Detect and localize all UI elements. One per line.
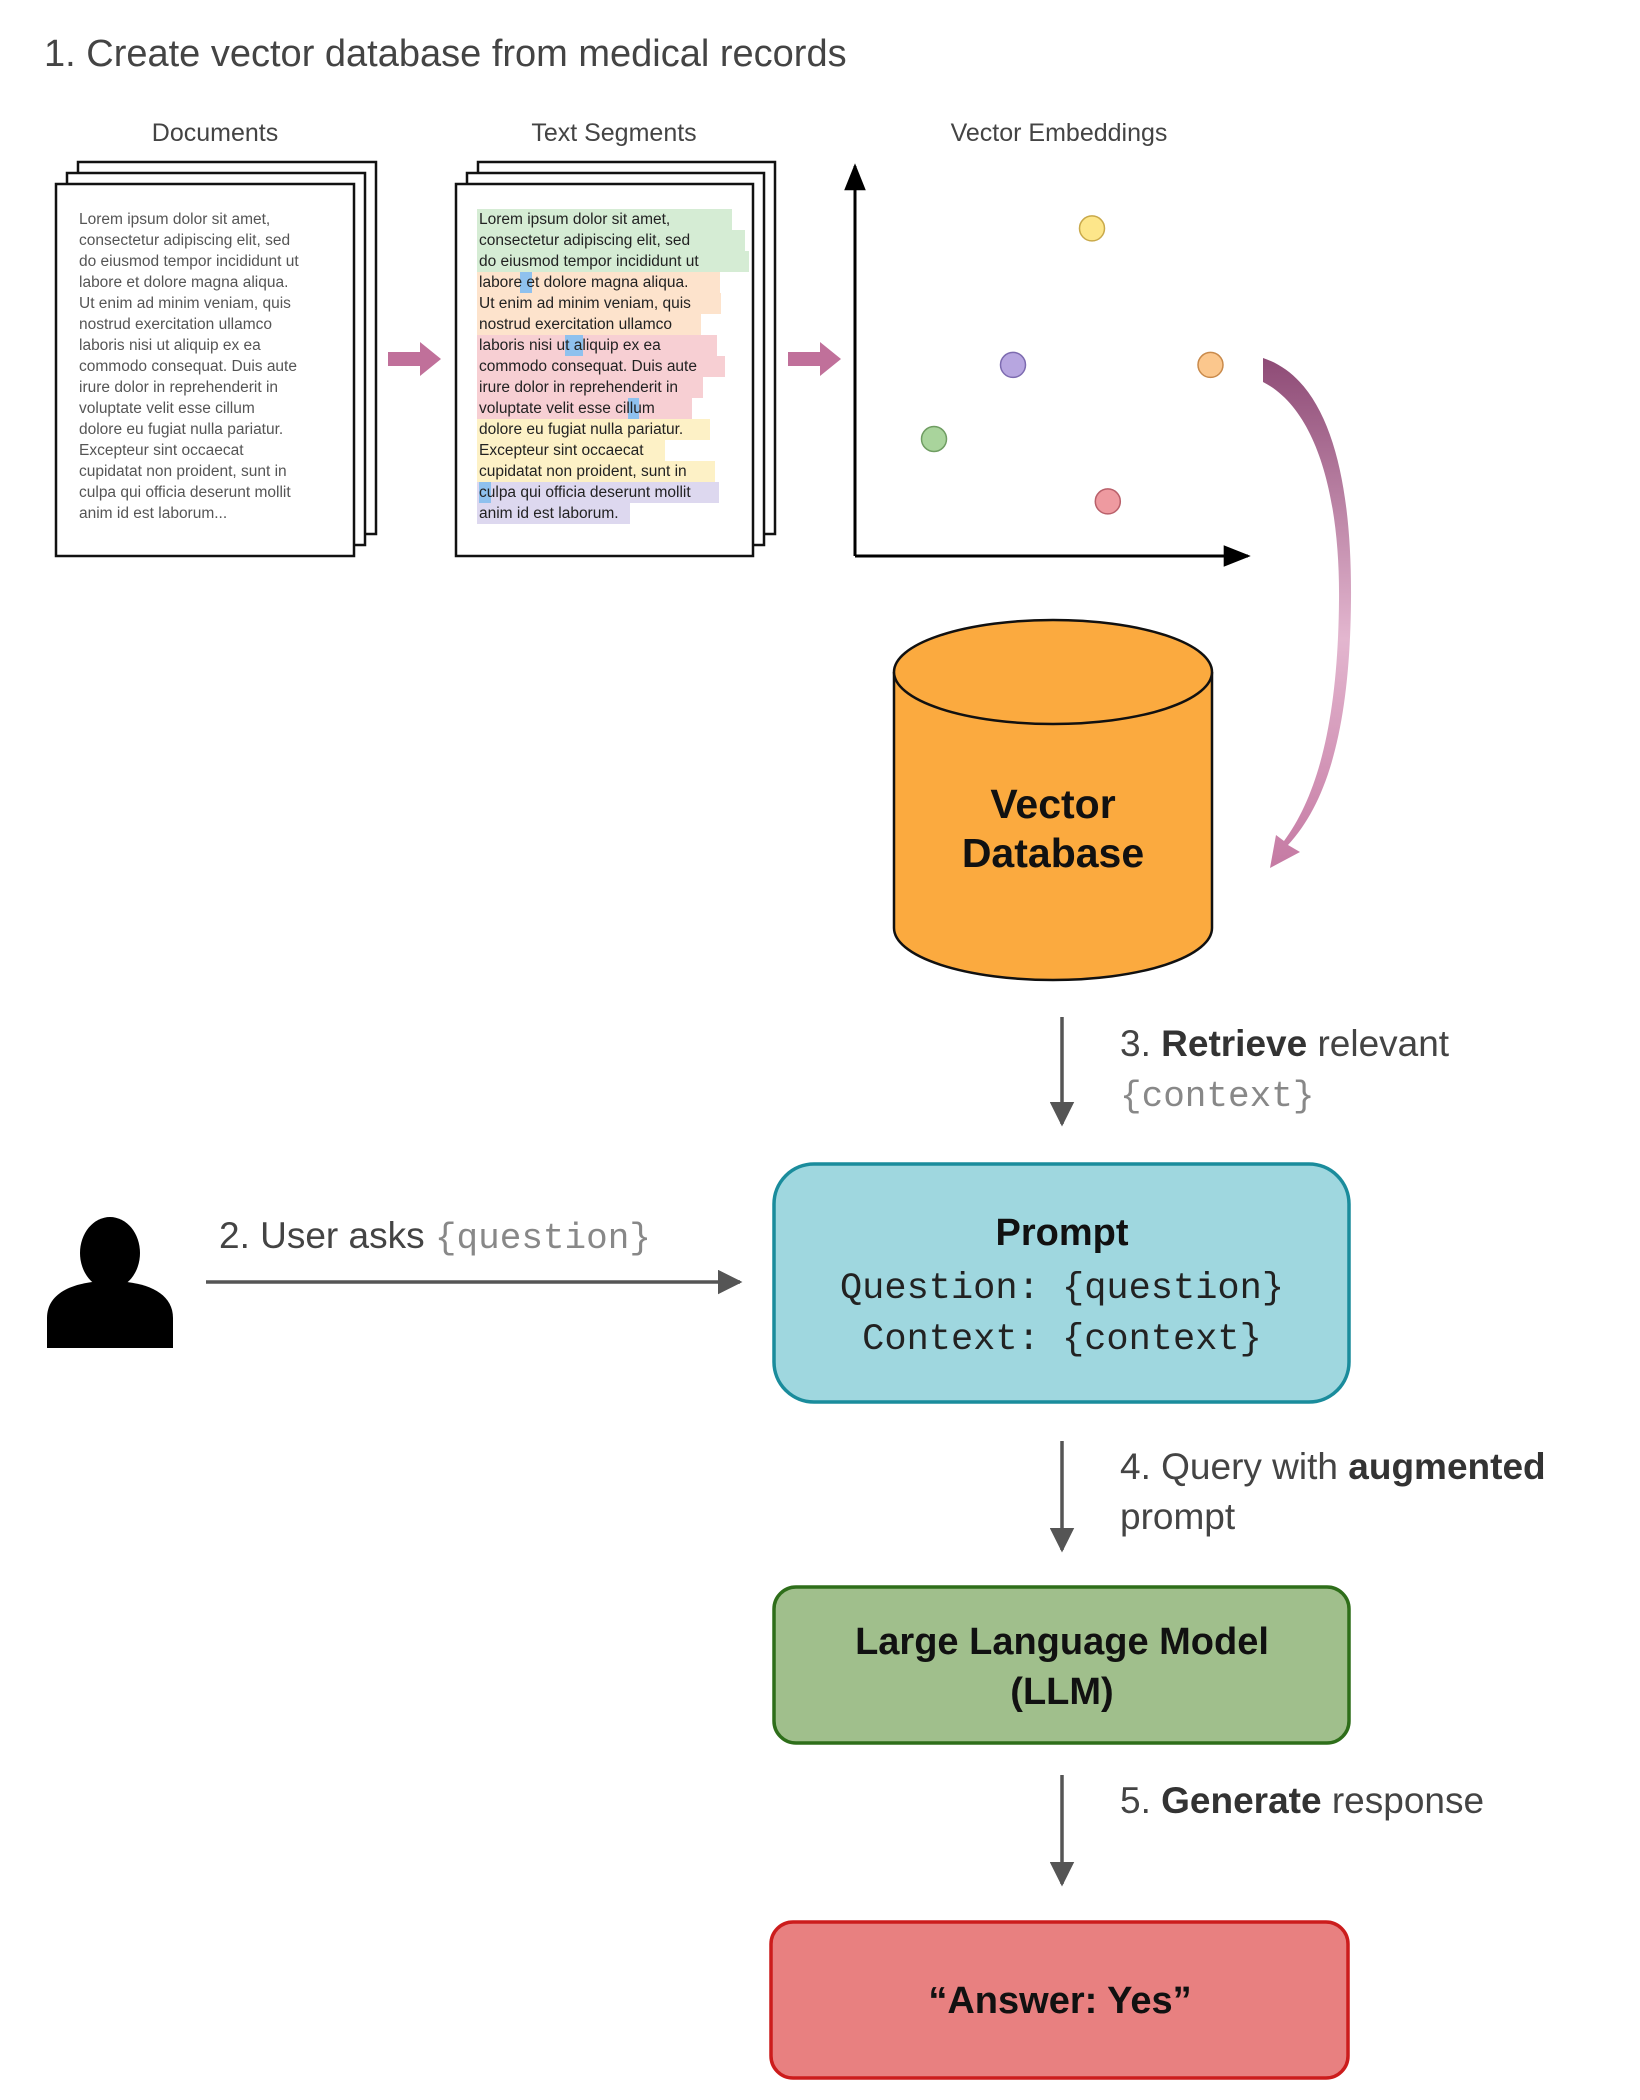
segment-line: Excepteur sint occaecat	[479, 442, 644, 459]
text-segments-stack: Lorem ipsum dolor sit amet, consectetur a…	[454, 160, 777, 558]
segment-highlight-purple	[477, 503, 630, 524]
segment-line: irure dolor in reprehenderit in	[479, 379, 678, 396]
prompt-context-line: Context: {context}	[862, 1319, 1262, 1361]
step4-label-line2: prompt	[1120, 1496, 1236, 1537]
segment-line: voluptate velit esse cillum	[479, 400, 655, 417]
database-label-line1: Vector	[990, 781, 1115, 827]
segment-highlights	[477, 209, 749, 524]
segment-highlight-green	[477, 230, 745, 251]
text-segments-label: Text Segments	[531, 119, 696, 147]
step3-label: 3. Retrieve relevant	[1120, 1023, 1450, 1064]
document-line: nostrud exercitation ullamco	[79, 316, 272, 333]
document-line: labore et dolore magna aliqua.	[79, 274, 288, 291]
segment-overlap-highlight	[628, 398, 639, 419]
database-body	[892, 672, 1214, 982]
user-icon	[47, 1217, 173, 1348]
segment-highlight-red	[477, 356, 725, 377]
embedding-point-red	[1094, 488, 1122, 515]
prompt-title: Prompt	[996, 1212, 1129, 1254]
llm-title-line2: (LLM)	[1010, 1671, 1113, 1713]
segment-line: nostrud exercitation ullamco	[479, 316, 672, 333]
step3-context-var: {context}	[1120, 1076, 1314, 1117]
embedding-point-purple	[999, 351, 1027, 379]
document-line: Excepteur sint occaecat	[79, 442, 244, 459]
prompt-box: Prompt Question: {question} Context: {co…	[772, 1162, 1351, 1404]
embedding-point-green	[920, 425, 948, 453]
segment-line: consectetur adipiscing elit, sed	[479, 232, 690, 249]
step5-label: 5. Generate response	[1120, 1780, 1484, 1821]
segment-overlap-highlight	[565, 335, 583, 356]
document-line: irure dolor in reprehenderit in	[79, 379, 278, 396]
segment-highlight-orange	[477, 293, 721, 314]
document-line: Ut enim ad minim veniam, quis	[79, 295, 291, 312]
segment-line: dolore eu fugiat nulla pariatur.	[479, 421, 683, 438]
document-line: culpa qui officia deserunt mollit	[79, 484, 291, 501]
segment-overlap-highlight	[520, 272, 532, 293]
segment-line: laboris nisi ut aliquip ex ea	[479, 337, 661, 354]
database-top	[892, 618, 1214, 726]
segment-highlight-orange	[477, 272, 720, 293]
segment-highlight-green	[477, 251, 749, 272]
segment-line: Lorem ipsum dolor sit amet,	[479, 211, 670, 228]
answer-text: “Answer: Yes”	[928, 1980, 1191, 2022]
segment-line: culpa qui officia deserunt mollit	[479, 484, 691, 501]
segment-highlight-yellow	[477, 440, 665, 461]
segment-highlight-purple	[477, 482, 719, 503]
document-page-front	[54, 182, 356, 558]
document-line: anim id est laborum...	[79, 505, 227, 522]
segment-line: labore et dolore magna aliqua.	[479, 274, 688, 291]
segment-highlight-red	[477, 377, 703, 398]
section-title: 1. Create vector database from medical r…	[44, 33, 847, 75]
documents-label: Documents	[152, 119, 278, 147]
document-line: consectetur adipiscing elit, sed	[79, 232, 290, 249]
document-line: dolore eu fugiat nulla pariatur.	[79, 421, 283, 438]
embedding-point-yellow	[1078, 215, 1106, 242]
document-line: do eiusmod tempor incididunt ut	[79, 253, 299, 270]
segment-line: anim id est laborum.	[479, 505, 619, 522]
segment-overlap-highlight	[479, 482, 491, 503]
document-line: voluptate velit esse cillum	[79, 400, 255, 417]
vector-embeddings-label: Vector Embeddings	[951, 119, 1168, 147]
segment-highlight-green	[477, 209, 732, 230]
flow-arrow-icon	[788, 342, 841, 376]
flow-arrow-icon	[388, 342, 441, 376]
documents-stack: Lorem ipsum dolor sit amet, consectetur a…	[54, 160, 378, 558]
embedding-points	[920, 215, 1224, 515]
answer-box: “Answer: Yes”	[769, 1920, 1350, 2080]
step4-label: 4. Query with augmented	[1120, 1446, 1546, 1487]
embedding-point-orange	[1197, 351, 1224, 379]
embedding-plot	[844, 163, 1251, 567]
segment-line: do eiusmod tempor incididunt ut	[479, 253, 699, 270]
database-label-line2: Database	[962, 830, 1144, 876]
llm-title-line1: Large Language Model	[855, 1621, 1269, 1663]
segment-text: Lorem ipsum dolor sit amet, consectetur a…	[479, 211, 699, 522]
document-line: laboris nisi ut aliquip ex ea	[79, 337, 261, 354]
vector-database: Vector Database	[892, 618, 1214, 982]
document-line: commodo consequat. Duis aute	[79, 358, 297, 375]
segment-line: cupidatat non proident, sunt in	[479, 463, 687, 480]
llm-box: Large Language Model (LLM)	[772, 1585, 1351, 1745]
document-text: Lorem ipsum dolor sit amet, consectetur a…	[79, 211, 299, 522]
segment-line: Ut enim ad minim veniam, quis	[479, 295, 691, 312]
document-line: Lorem ipsum dolor sit amet,	[79, 211, 270, 228]
segment-highlight-red	[477, 335, 717, 356]
segment-line: commodo consequat. Duis aute	[479, 358, 697, 375]
document-line: cupidatat non proident, sunt in	[79, 463, 287, 480]
prompt-question-line: Question: {question}	[840, 1268, 1284, 1310]
segment-highlight-orange	[477, 314, 701, 335]
step2-label: 2. User asks {question}	[219, 1215, 651, 1259]
curved-arrow-icon	[1263, 358, 1352, 868]
segment-highlight-yellow	[477, 419, 710, 440]
segment-highlight-yellow	[477, 461, 715, 482]
